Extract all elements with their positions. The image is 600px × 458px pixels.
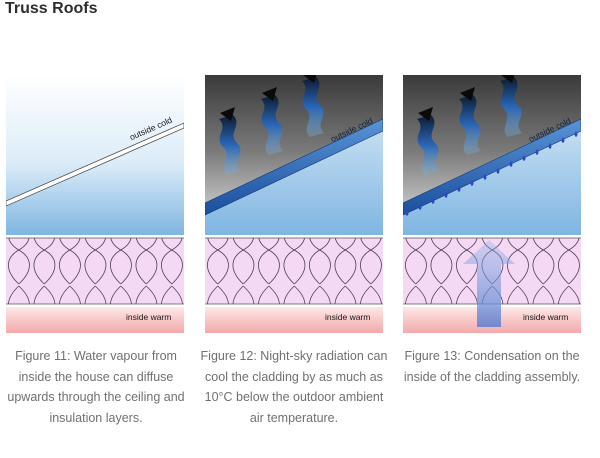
inside-warm-label: inside warm <box>325 312 371 322</box>
roof-cladding <box>6 122 184 207</box>
figure-12-illustration <box>205 75 383 333</box>
night-sky <box>403 75 581 203</box>
figure-13-diagram: outside cold inside warm <box>403 75 581 333</box>
page-title: Truss Roofs <box>5 0 98 17</box>
figure-13-illustration <box>403 75 581 333</box>
inside-warm-zone <box>6 307 184 333</box>
roof-cladding <box>205 118 383 216</box>
inside-warm-zone <box>205 307 383 333</box>
figure-11-diagram: outside cold inside warm <box>6 75 184 333</box>
figure-11-illustration <box>6 75 184 333</box>
inside-warm-label: inside warm <box>523 312 569 322</box>
figure-13-caption: Figure 13: Condensation on the inside of… <box>403 349 581 384</box>
figure-12-diagram: outside cold inside warm <box>205 75 383 333</box>
condensation-droplets <box>405 131 578 216</box>
vapour-arrow-icon <box>463 240 515 327</box>
figure-11-caption: Figure 11: Water vapour from inside the … <box>7 349 185 425</box>
inside-warm-label: inside warm <box>126 312 172 322</box>
figure-12-caption: Figure 12: Night-sky radiation can cool … <box>200 349 388 425</box>
night-sky <box>205 75 383 203</box>
roof-cladding <box>403 118 581 216</box>
